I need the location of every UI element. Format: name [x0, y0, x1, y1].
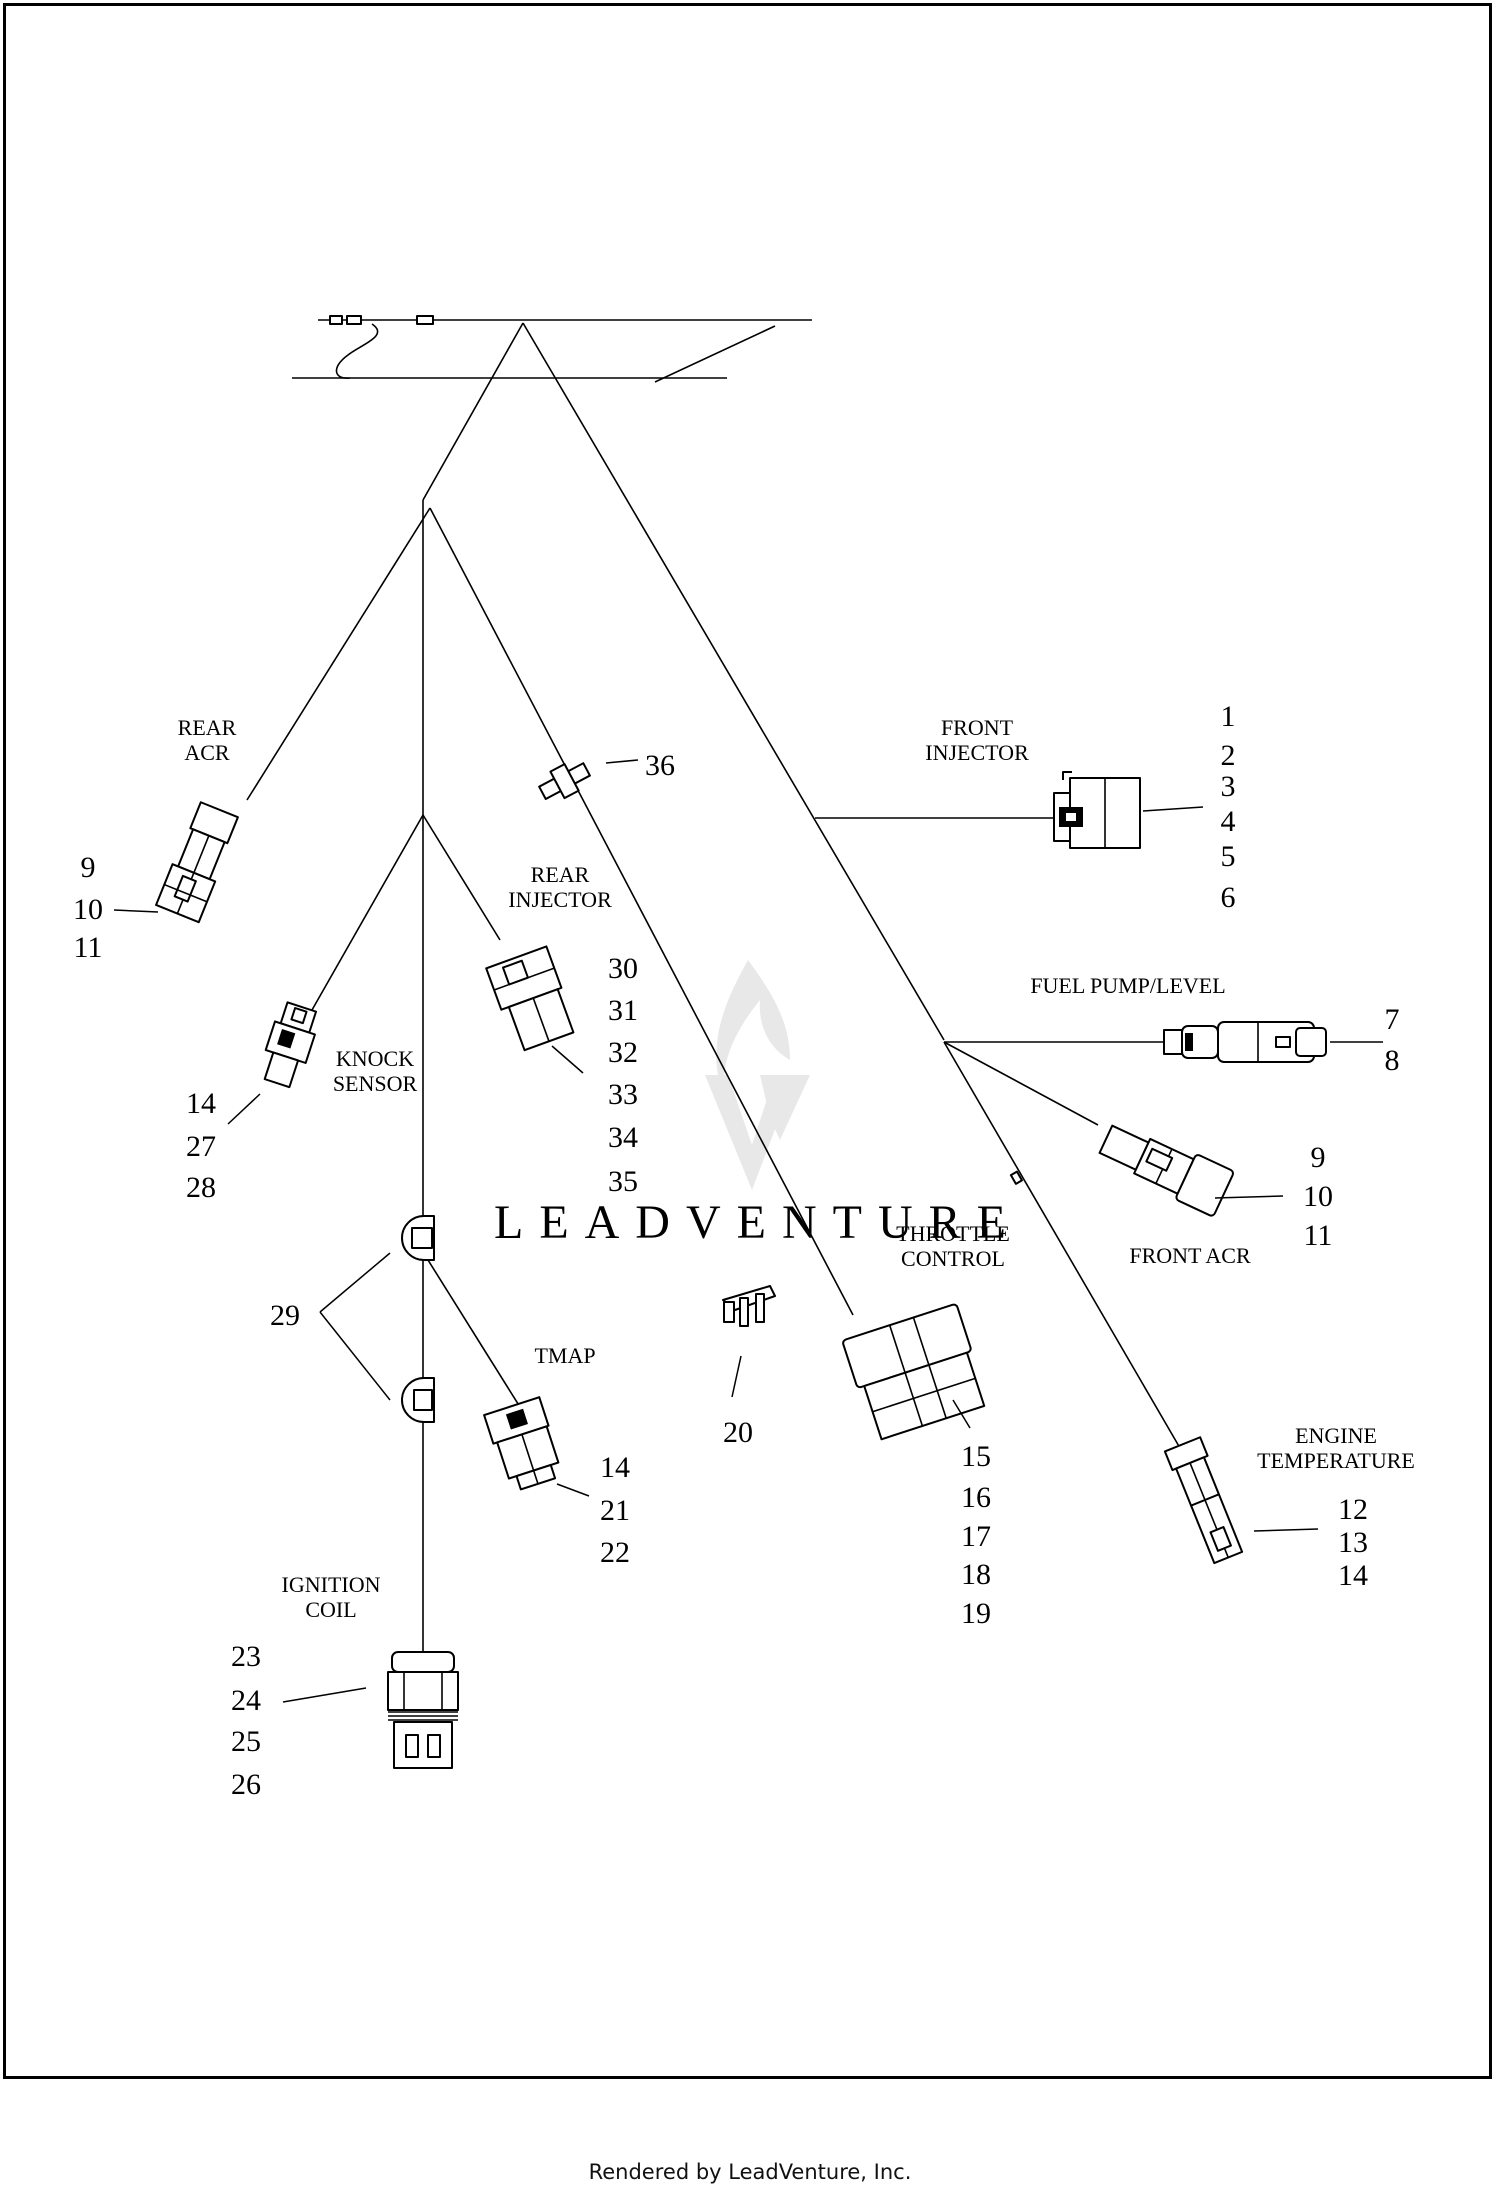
watermark-text: LEADVENTURE — [494, 1196, 1022, 1249]
callout-number: 26 — [231, 1768, 261, 1801]
callout-number: 21 — [600, 1494, 630, 1527]
callout-number: 33 — [608, 1078, 638, 1111]
label-rear-acr-line1: REAR — [178, 715, 237, 740]
label-ignition-coil-line1: IGNITION — [282, 1572, 381, 1597]
callout-number: 9 — [1311, 1141, 1326, 1174]
callout-number: 17 — [961, 1520, 991, 1553]
terminal-20 — [722, 1285, 776, 1327]
front-injector-connector — [1053, 771, 1141, 849]
callout-number: 4 — [1221, 805, 1236, 838]
callout-number: 15 — [961, 1440, 991, 1473]
callout-number: 25 — [231, 1725, 261, 1758]
callout-number: 2 — [1221, 739, 1236, 772]
clip-29-upper — [401, 1215, 435, 1261]
ignition-coil-connector — [387, 1651, 459, 1769]
callout-number: 24 — [231, 1684, 261, 1717]
callout-number: 30 — [608, 952, 638, 985]
callout-number: 16 — [961, 1481, 991, 1514]
label-engine-temperature-line2: TEMPERATURE — [1257, 1448, 1415, 1473]
callout-number: 7 — [1385, 1003, 1400, 1036]
callout-number: 22 — [600, 1536, 630, 1569]
front-acr-connector — [1098, 1124, 1234, 1217]
clip-29-lower — [401, 1377, 435, 1423]
callout-number: 29 — [270, 1299, 300, 1332]
callout-number: 20 — [723, 1416, 753, 1449]
callout-number: 1 — [1221, 700, 1236, 733]
leader-lines — [113, 759, 1383, 1703]
label-knock-sensor-line2: SENSOR — [333, 1071, 418, 1096]
callout-number: 32 — [608, 1036, 638, 1069]
callout-number: 5 — [1221, 840, 1236, 873]
callout-number: 14 — [600, 1451, 630, 1484]
engine-temperature-connector — [1163, 1436, 1244, 1565]
callout-number: 12 — [1338, 1493, 1368, 1526]
label-rear-injector-line1: REAR — [531, 862, 590, 887]
label-fuel-pump-level: FUEL PUMP/LEVEL — [1030, 973, 1225, 998]
throttle-control-connector — [842, 1303, 986, 1441]
fuel-pump-level-connector — [1163, 1021, 1327, 1063]
callout-numbers: 1 2 3 4 5 6 7 8 9 10 11 9 10 11 12 13 14… — [73, 700, 1400, 1801]
label-front-acr: FRONT ACR — [1129, 1243, 1251, 1268]
callout-number: 10 — [1303, 1180, 1333, 1213]
callout-number: 18 — [961, 1558, 991, 1591]
callout-number: 6 — [1221, 881, 1236, 914]
callout-number: 28 — [186, 1171, 216, 1204]
clip-36 — [538, 762, 591, 801]
tmap-connector — [483, 1396, 560, 1491]
callout-number: 10 — [73, 893, 103, 926]
callout-number: 14 — [186, 1087, 216, 1120]
label-rear-acr-line2: ACR — [184, 740, 230, 765]
callout-number: 14 — [1338, 1559, 1368, 1592]
callout-number: 36 — [645, 749, 675, 782]
label-knock-sensor-line1: KNOCK — [336, 1046, 414, 1071]
callout-number: 34 — [608, 1121, 638, 1154]
callout-number: 13 — [1338, 1526, 1368, 1559]
callout-number: 8 — [1385, 1044, 1400, 1077]
callout-number: 23 — [231, 1640, 261, 1673]
label-front-injector-line2: INJECTOR — [925, 740, 1029, 765]
callout-number: 9 — [81, 851, 96, 884]
footer-credit: Rendered by LeadVenture, Inc. — [588, 2160, 912, 2184]
component-labels: REAR ACR FRONT INJECTOR REAR INJECTOR FU… — [178, 715, 1415, 1622]
leadventure-watermark-logo — [705, 960, 810, 1190]
callout-number: 31 — [608, 994, 638, 1027]
harness-wires — [246, 315, 1181, 1660]
callout-number: 35 — [608, 1165, 638, 1198]
callout-number: 11 — [74, 931, 103, 964]
label-tmap: TMAP — [534, 1343, 595, 1368]
label-front-injector-line1: FRONT — [941, 715, 1014, 740]
knock-sensor-connector — [263, 1001, 318, 1089]
label-rear-injector-line2: INJECTOR — [508, 887, 612, 912]
callout-number: 27 — [186, 1130, 216, 1163]
callout-number: 19 — [961, 1597, 991, 1630]
label-throttle-control-line1: THROTTLE — [896, 1221, 1010, 1246]
rear-injector-connector — [485, 945, 575, 1052]
callout-number: 3 — [1221, 770, 1236, 803]
callout-number: 11 — [1304, 1219, 1333, 1252]
rear-acr-connector — [155, 801, 239, 924]
label-ignition-coil-line2: COIL — [305, 1597, 356, 1622]
label-throttle-control-line2: CONTROL — [901, 1246, 1005, 1271]
label-engine-temperature-line1: ENGINE — [1295, 1423, 1377, 1448]
